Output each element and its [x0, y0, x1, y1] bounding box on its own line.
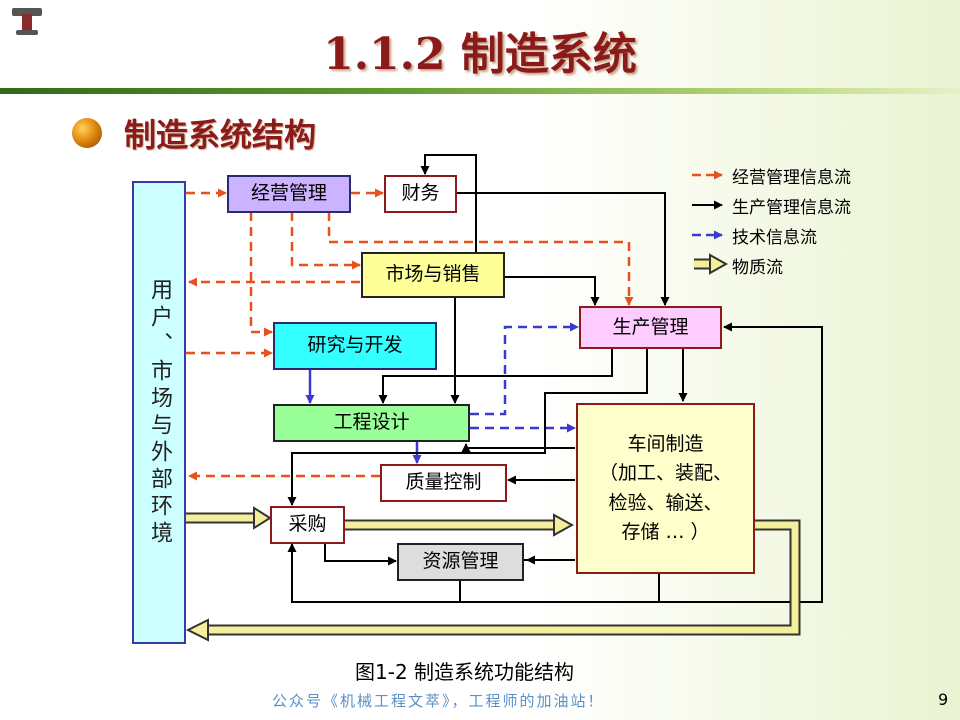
- logo-icon: [12, 8, 42, 35]
- node-resources: 资源管理: [397, 543, 524, 581]
- production-flow-lines: [287, 154, 823, 603]
- environment-box: 用户、市场与外部环境: [132, 181, 186, 644]
- legend-production-label: 生产管理信息流: [732, 198, 851, 218]
- node-engineering: 工程设计: [273, 404, 470, 442]
- title-divider: [0, 88, 960, 94]
- node-production-label: 生产管理: [612, 315, 689, 338]
- node-finance: 财务: [384, 175, 457, 213]
- node-workshop: 车间制造 （加工、装配、 检验、输送、 存储 … ）: [576, 403, 755, 574]
- workshop-line-2: 检验、输送、: [608, 491, 723, 514]
- node-production: 生产管理: [579, 306, 722, 349]
- legend-symbols: [692, 170, 729, 275]
- node-purchasing: 采购: [270, 506, 345, 544]
- bullet-icon: [72, 118, 102, 148]
- node-marketing: 市场与销售: [361, 252, 505, 298]
- material-flow-arrows: [185, 506, 801, 642]
- management-flow-lines: [186, 188, 634, 481]
- slide-title: 1.1.2 制造系统: [323, 29, 637, 80]
- figure-caption: 图1-2 制造系统功能结构: [355, 660, 575, 684]
- node-purchasing-label: 采购: [288, 513, 327, 536]
- node-management: 经营管理: [227, 175, 351, 213]
- section-subtitle: 制造系统结构: [124, 116, 317, 154]
- node-finance-label: 财务: [401, 182, 440, 205]
- workshop-line-1: （加工、装配、: [598, 462, 732, 485]
- node-rnd: 研究与开发: [273, 322, 437, 370]
- page-number: 9: [938, 690, 949, 709]
- node-marketing-label: 市场与销售: [385, 263, 481, 286]
- environment-label: 用户、市场与外部环境: [147, 277, 172, 548]
- node-management-label: 经营管理: [250, 182, 327, 205]
- legend-management-label: 经营管理信息流: [732, 168, 851, 188]
- legend-material-label: 物质流: [732, 258, 783, 278]
- watermark-text: 公众号《机械工程文萃》，工程师的加油站！: [272, 692, 605, 710]
- workshop-title: 车间制造: [627, 432, 704, 455]
- node-resources-label: 资源管理: [422, 550, 499, 573]
- node-quality-label: 质量控制: [405, 471, 482, 494]
- workshop-line-3: 存储 … ）: [621, 520, 710, 543]
- node-quality: 质量控制: [380, 464, 507, 502]
- node-rnd-label: 研究与开发: [307, 334, 403, 357]
- node-engineering-label: 工程设计: [333, 411, 410, 434]
- legend-technical-label: 技术信息流: [732, 228, 817, 248]
